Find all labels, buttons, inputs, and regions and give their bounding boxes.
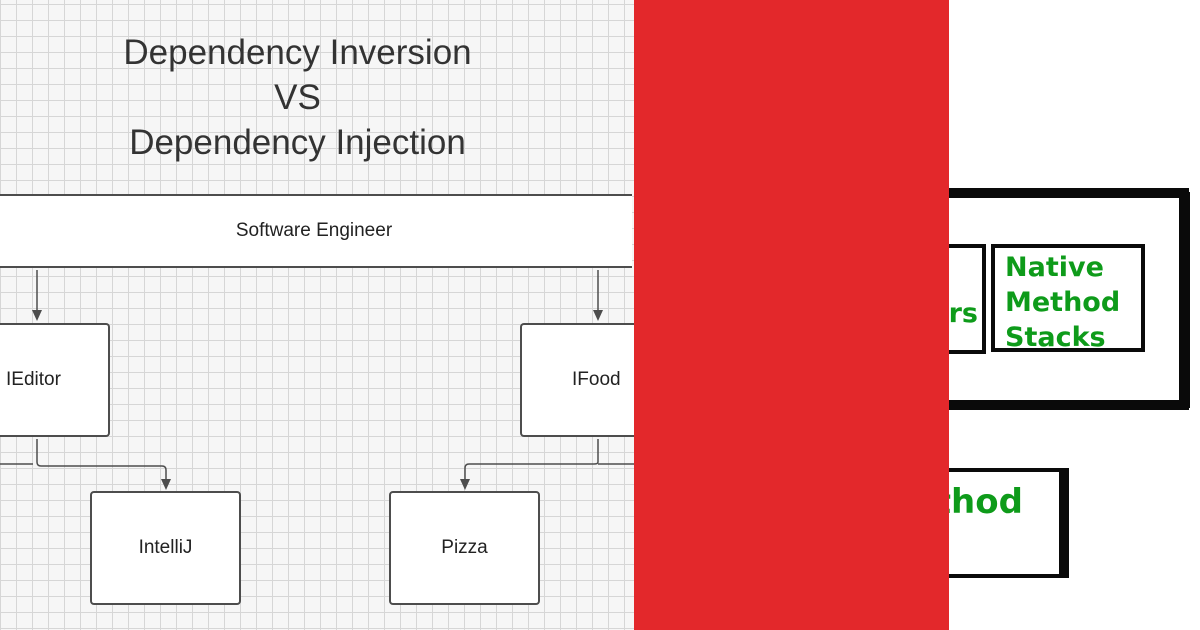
- arrowhead-ifood: [593, 310, 603, 321]
- arrowhead-ieditor: [32, 310, 42, 321]
- title-line-1: Dependency Inversion: [123, 33, 472, 72]
- software-engineer-label: Software Engineer: [235, 220, 393, 241]
- ieditor-node: IEditor: [0, 323, 110, 437]
- native-stacks-line-3: Stacks: [1005, 322, 1106, 353]
- native-libraries-line-1: e Method: [949, 482, 1023, 522]
- arrow-ieditor-to-intellij: [36, 439, 167, 486]
- connector-arrows: [0, 270, 634, 490]
- title-line-2: VS: [274, 78, 321, 117]
- title-line-3: Dependency Injection: [129, 123, 466, 162]
- ifood-node: IFood: [520, 323, 634, 437]
- native-method-libraries-cell: e Method ries: [949, 468, 1069, 578]
- arrow-ifood-to-pizza: [464, 439, 599, 486]
- registers-fragment-label: rs: [949, 298, 978, 329]
- native-libraries-line-2: ries: [949, 524, 1023, 568]
- jvm-diagram-fragment: rs Native Method Stacks e Method ries: [949, 0, 1200, 630]
- native-stacks-line-1: Native: [1005, 252, 1104, 283]
- native-method-stacks-cell: Native Method Stacks: [991, 244, 1145, 353]
- ifood-label: IFood: [572, 369, 621, 390]
- pizza-label: Pizza: [441, 537, 488, 558]
- pizza-node: Pizza: [389, 491, 540, 605]
- ieditor-label: IEditor: [6, 369, 61, 390]
- arrowhead-intellij: [161, 479, 171, 490]
- software-engineer-banner: Software Engineer: [0, 194, 632, 268]
- intellij-node: IntelliJ: [90, 491, 241, 605]
- arrowhead-pizza: [460, 479, 470, 490]
- dependency-diagram-panel: Dependency Inversion VS Dependency Injec…: [0, 0, 634, 630]
- native-stacks-line-2: Method: [1005, 287, 1121, 318]
- intellij-label: IntelliJ: [138, 537, 193, 558]
- diagram-title: Dependency Inversion VS Dependency Injec…: [60, 30, 535, 165]
- pc-registers-cell: rs: [949, 244, 986, 354]
- red-divider-panel: [634, 0, 949, 630]
